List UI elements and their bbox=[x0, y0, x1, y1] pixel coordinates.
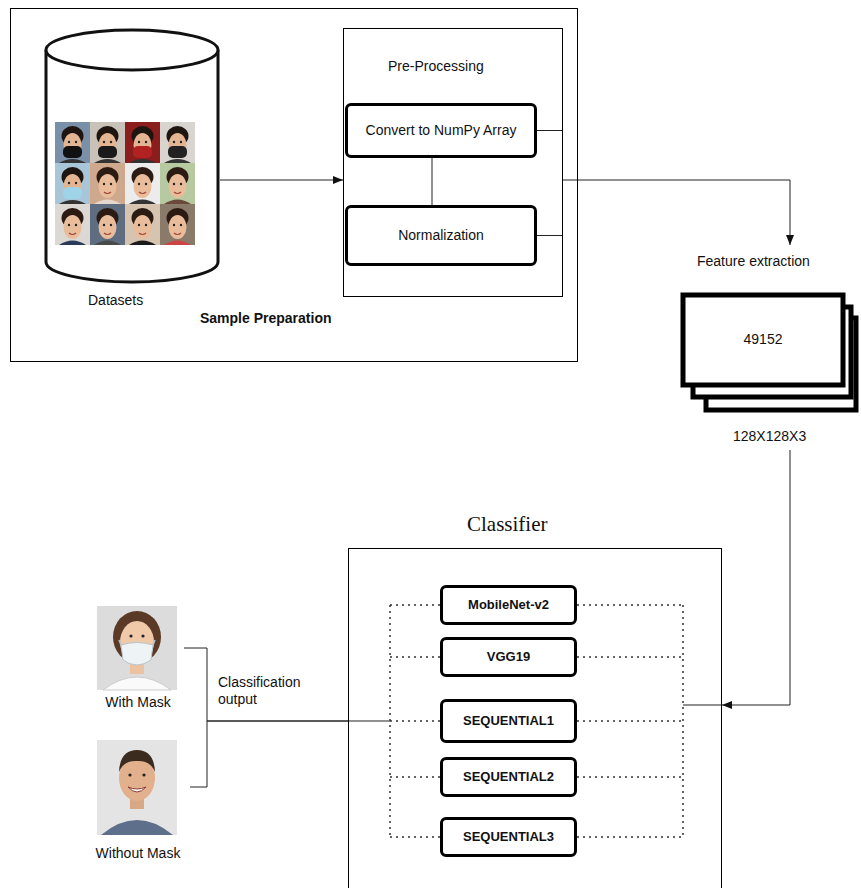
path-shape bbox=[101, 820, 173, 835]
path-shape bbox=[121, 643, 153, 666]
rect-shape bbox=[97, 740, 177, 835]
model-box: SEQUENTIAL3 bbox=[440, 817, 577, 857]
path-shape bbox=[390, 605, 440, 837]
node-text: Datasets bbox=[88, 292, 143, 309]
database-cylinder: Datasets bbox=[42, 28, 220, 312]
use-shape bbox=[164, 126, 191, 163]
node-text: Sample Preparation bbox=[200, 310, 332, 327]
rect-shape bbox=[90, 163, 125, 204]
node-text: With Mask bbox=[92, 694, 184, 711]
rect-shape bbox=[160, 163, 195, 204]
use-shape bbox=[129, 208, 156, 245]
node-text: Feature extraction bbox=[697, 253, 810, 270]
use-shape bbox=[94, 126, 121, 163]
connector bbox=[184, 648, 348, 721]
rect-shape bbox=[160, 122, 195, 163]
group-frame: Sample Preparation Datasets Pre-Processing… bbox=[10, 8, 578, 362]
connector bbox=[190, 721, 348, 787]
use-shape bbox=[129, 126, 156, 163]
use-shape bbox=[164, 167, 191, 204]
process-box: Normalization bbox=[345, 205, 537, 266]
rect-shape bbox=[160, 204, 195, 245]
use-shape bbox=[59, 126, 86, 163]
use-shape bbox=[129, 167, 156, 204]
model-box: SEQUENTIAL2 bbox=[440, 757, 577, 797]
use-shape bbox=[94, 208, 121, 245]
rect-shape bbox=[683, 295, 843, 385]
with-mask-photo bbox=[97, 606, 177, 690]
use-shape bbox=[94, 167, 121, 204]
stage-box: Pre-ProcessingConvert to NumPy ArrayNorm… bbox=[343, 28, 563, 297]
rect-shape bbox=[55, 163, 90, 204]
path-shape bbox=[103, 677, 171, 690]
output-class: With Mask bbox=[92, 604, 184, 716]
cylinder-top bbox=[46, 30, 218, 70]
node-text: SEQUENTIAL3 bbox=[463, 829, 554, 845]
edge-label: Classification output bbox=[216, 674, 320, 708]
connector bbox=[722, 450, 790, 705]
node-text: 49152 bbox=[683, 331, 843, 348]
rect-shape bbox=[125, 163, 160, 204]
connector bbox=[432, 158, 433, 205]
model-box: SEQUENTIAL1 bbox=[440, 699, 577, 743]
connector bbox=[537, 130, 563, 131]
feature-stack bbox=[683, 295, 856, 410]
connector bbox=[220, 180, 343, 181]
rect-shape bbox=[125, 122, 160, 163]
without-mask-photo bbox=[97, 740, 177, 835]
path-shape bbox=[682, 605, 684, 837]
connector bbox=[563, 180, 790, 245]
use-shape bbox=[59, 208, 86, 245]
face-thumbnails bbox=[55, 122, 195, 245]
rect-shape bbox=[90, 122, 125, 163]
node-text: Normalization bbox=[398, 227, 484, 244]
use-shape bbox=[59, 167, 86, 204]
node-text: Pre-Processing bbox=[388, 58, 484, 75]
process-box: Convert to NumPy Array bbox=[345, 103, 537, 158]
rect-shape bbox=[97, 606, 177, 690]
classifier-box: ClassifierMobileNet-v2VGG19SEQUENTIAL1SE… bbox=[348, 548, 722, 888]
model-box: VGG19 bbox=[440, 637, 577, 677]
output-class: Without Mask bbox=[86, 738, 190, 866]
node-text: Without Mask bbox=[86, 845, 190, 862]
dataset-cylinder bbox=[46, 30, 218, 282]
rect-shape bbox=[125, 204, 160, 245]
node-text: MobileNet-v2 bbox=[468, 597, 549, 613]
path-shape bbox=[577, 605, 683, 837]
rect-shape bbox=[90, 204, 125, 245]
node-text: SEQUENTIAL2 bbox=[463, 769, 554, 785]
rect-shape bbox=[55, 204, 90, 245]
path-shape bbox=[128, 787, 146, 792]
node-text: 128X128X3 bbox=[733, 428, 806, 445]
node-text: Convert to NumPy Array bbox=[366, 122, 517, 139]
model-box: MobileNet-v2 bbox=[440, 585, 577, 625]
node-text: VGG19 bbox=[487, 649, 530, 665]
rect-shape bbox=[55, 122, 90, 163]
circle-shape bbox=[142, 773, 145, 776]
circle-shape bbox=[141, 634, 144, 637]
node-text: Classifier bbox=[467, 512, 547, 537]
use-shape bbox=[164, 208, 191, 245]
connector bbox=[537, 235, 563, 236]
circle-shape bbox=[128, 773, 131, 776]
cylinder-body bbox=[46, 50, 218, 282]
feature-stack: Feature extraction 49152 128X128X3 bbox=[680, 245, 861, 450]
path-shape bbox=[119, 640, 155, 645]
classifier-brackets bbox=[390, 605, 683, 837]
circle-shape bbox=[129, 634, 132, 637]
node-text: SEQUENTIAL1 bbox=[463, 713, 554, 729]
path-shape bbox=[119, 750, 155, 772]
